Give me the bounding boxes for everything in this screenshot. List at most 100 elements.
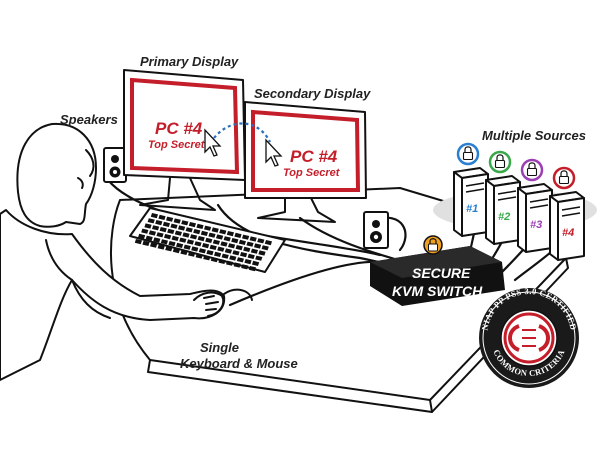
keyboard-key bbox=[233, 262, 241, 268]
keyboard-key bbox=[236, 257, 244, 263]
keyboard-key bbox=[258, 250, 266, 256]
keyboard-key bbox=[264, 240, 272, 246]
source-computer-4: #4 bbox=[549, 166, 585, 261]
secondary-screen-subtitle: Top Secret bbox=[283, 167, 341, 179]
keyboard-key bbox=[240, 252, 248, 258]
keyboard-key bbox=[147, 218, 155, 224]
keyboard-key bbox=[145, 235, 153, 241]
label-speakers: Speakers bbox=[60, 112, 118, 127]
keyboard-key bbox=[158, 214, 166, 220]
keyboard-key bbox=[138, 233, 146, 239]
keyboard-key bbox=[198, 248, 206, 254]
keyboard-key bbox=[212, 239, 220, 245]
keyboard-key bbox=[141, 228, 149, 234]
keyboard-key bbox=[178, 225, 186, 231]
keyboard-key bbox=[218, 258, 226, 264]
keyboard-key bbox=[232, 250, 240, 256]
keyboard-key bbox=[261, 245, 269, 251]
keyboard-key bbox=[197, 236, 205, 242]
keyboard-key bbox=[234, 232, 242, 238]
keyboard-key bbox=[217, 246, 225, 252]
keyboard-key bbox=[220, 241, 228, 247]
keyboard-key bbox=[159, 227, 167, 233]
keyboard-key bbox=[203, 255, 211, 261]
keyboard-key bbox=[200, 230, 208, 236]
keyboard-key bbox=[223, 236, 231, 242]
person bbox=[0, 122, 226, 381]
keyboard-key bbox=[204, 225, 212, 231]
keyboard-key bbox=[235, 245, 243, 251]
cursor-icon-primary bbox=[204, 128, 222, 157]
keyboard-key bbox=[190, 234, 198, 240]
keyboard-key bbox=[231, 238, 239, 244]
kvm-line2: KVM SWITCH bbox=[392, 283, 483, 299]
common-criteria-seal bbox=[479, 288, 579, 388]
keyboard-key bbox=[182, 232, 190, 238]
keyboard-key bbox=[241, 264, 249, 270]
keyboard-key bbox=[148, 230, 156, 236]
keyboard-key bbox=[191, 246, 199, 252]
keyboard-key bbox=[156, 232, 164, 238]
keyboard-key bbox=[150, 213, 158, 219]
keyboard-key bbox=[242, 234, 250, 240]
cursor-icon-secondary bbox=[265, 138, 283, 167]
keyboard-key bbox=[226, 260, 234, 266]
keyboard-key bbox=[160, 239, 168, 245]
label-secondary-display: Secondary Display bbox=[254, 86, 371, 101]
keyboard-key bbox=[179, 237, 187, 243]
keyboard-key bbox=[166, 216, 174, 222]
label-multiple-sources: Multiple Sources bbox=[482, 128, 586, 143]
keyboard-key bbox=[206, 250, 214, 256]
keyboard-key bbox=[173, 218, 181, 224]
keyboard-key bbox=[208, 232, 216, 238]
label-single: Single bbox=[200, 340, 239, 355]
keyboard-key bbox=[246, 241, 254, 247]
keyboard-key bbox=[228, 243, 236, 249]
keyboard-key bbox=[155, 220, 163, 226]
kvm-switch bbox=[370, 246, 505, 306]
mouse bbox=[223, 288, 253, 301]
keyboard-key bbox=[188, 222, 196, 228]
keyboard-key bbox=[152, 225, 160, 231]
keyboard-key bbox=[211, 227, 219, 233]
keyboard-key bbox=[205, 237, 213, 243]
secondary-screen-title: PC #4 bbox=[290, 147, 338, 166]
lock-icon bbox=[552, 166, 576, 190]
lock-icon bbox=[520, 158, 544, 182]
keyboard-key bbox=[226, 231, 234, 237]
keyboard-key bbox=[219, 229, 227, 235]
keyboard-key bbox=[193, 229, 201, 235]
keyboard-key bbox=[257, 238, 265, 244]
speaker-left-icon bbox=[103, 147, 127, 183]
keyboard-key bbox=[164, 234, 172, 240]
secondary-monitor bbox=[244, 101, 367, 223]
keyboard-key bbox=[250, 248, 258, 254]
source-label-1: #1 bbox=[466, 203, 478, 215]
kvm-line1: SECURE bbox=[412, 265, 471, 281]
keyboard-key bbox=[255, 255, 263, 261]
keyboard-key bbox=[210, 257, 218, 263]
lock-icon bbox=[488, 150, 512, 174]
keyboard-key bbox=[214, 251, 222, 257]
keyboard-key bbox=[244, 259, 252, 265]
keyboard-key bbox=[168, 241, 176, 247]
cursor-transition-arrow bbox=[213, 122, 271, 143]
source-computers: #1#2#3#4 bbox=[453, 142, 585, 261]
keyboard-key bbox=[165, 246, 173, 252]
keyboard-key bbox=[157, 244, 165, 250]
source-label-3: #3 bbox=[530, 219, 542, 231]
keyboard-key bbox=[252, 260, 260, 266]
keyboard-key bbox=[194, 241, 202, 247]
keyboard-key bbox=[254, 243, 262, 249]
keyboard-key bbox=[153, 237, 161, 243]
source-computer-3: #3 bbox=[517, 158, 553, 253]
keyboard-key bbox=[186, 239, 194, 245]
keyboard-key bbox=[221, 253, 229, 259]
keyboard-key bbox=[216, 234, 224, 240]
keyboard-key bbox=[248, 266, 256, 272]
source-label-4: #4 bbox=[562, 227, 574, 239]
primary-screen-title: PC #4 bbox=[155, 119, 203, 138]
keyboard-key bbox=[180, 249, 188, 255]
speaker-right-icon bbox=[363, 211, 389, 249]
keyboard-key bbox=[185, 227, 193, 233]
